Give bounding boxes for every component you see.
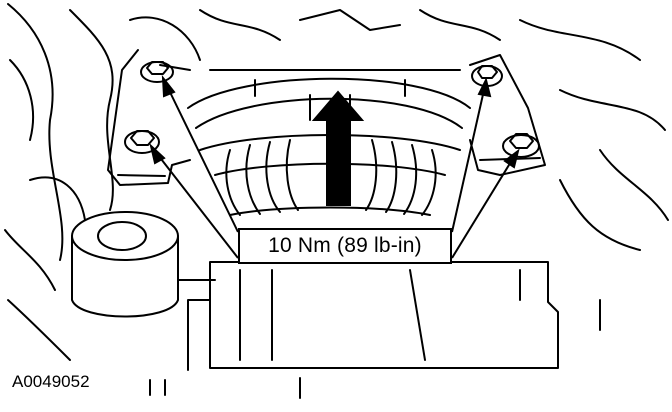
figure-id: A0049052	[12, 372, 90, 391]
arrow-icon	[451, 77, 492, 233]
arrow-icon	[161, 74, 239, 233]
arrow-icon	[149, 143, 239, 259]
bolt-icon	[502, 133, 540, 158]
cylinder-boss	[71, 211, 216, 318]
torque-callout: 10 Nm (89 lb-in)	[238, 228, 452, 264]
background-engine-linework	[4, 3, 669, 361]
bolt-icon	[140, 61, 174, 83]
lower-housing	[149, 261, 601, 399]
arrow-icon	[451, 148, 520, 259]
bolt-icon	[124, 130, 160, 154]
right-mounting-bracket	[469, 54, 546, 176]
center-arrow-icon	[311, 90, 365, 206]
